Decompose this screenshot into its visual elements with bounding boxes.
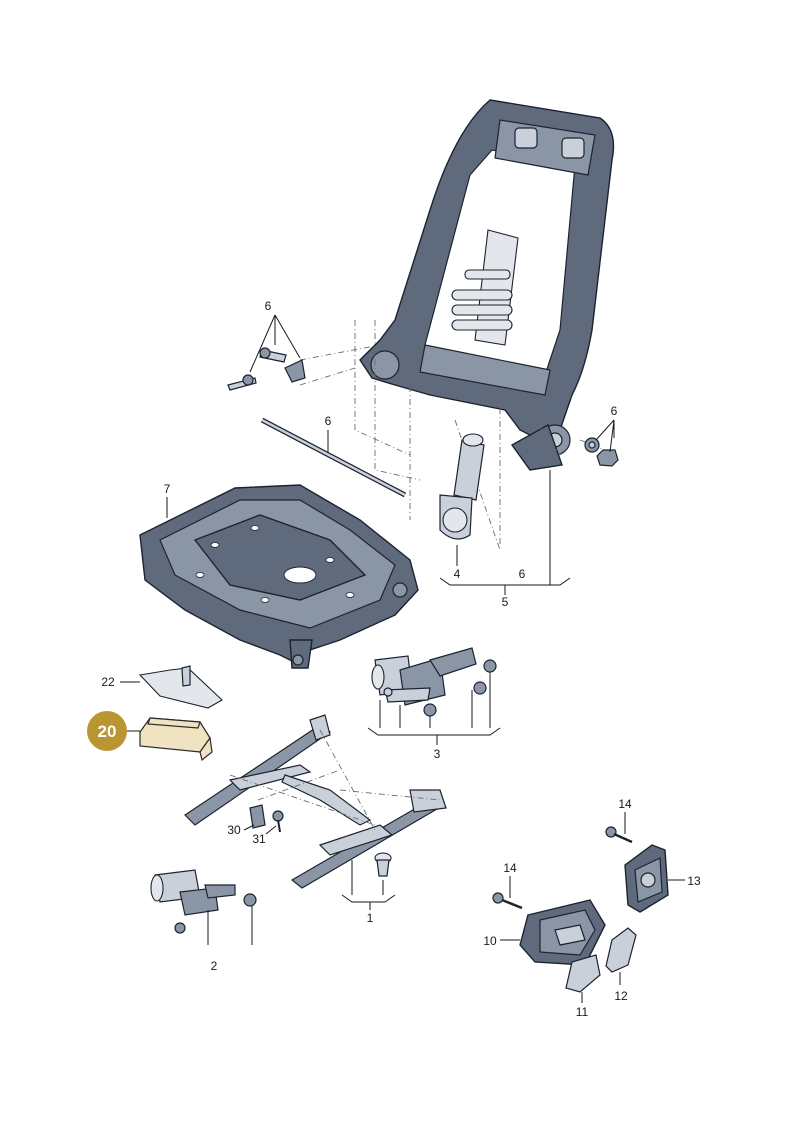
- label-7: 7: [164, 482, 171, 518]
- svg-text:10: 10: [483, 934, 497, 948]
- screws-30-31[interactable]: [249, 804, 284, 833]
- label-12: 12: [614, 972, 628, 1003]
- label-6-bolts: 6: [249, 299, 301, 373]
- control-unit-20[interactable]: [139, 717, 213, 762]
- svg-text:5: 5: [502, 595, 509, 609]
- badge-20[interactable]: 20: [87, 711, 140, 751]
- svg-text:20: 20: [98, 722, 117, 741]
- label-22: 22: [101, 675, 140, 689]
- seat-frame[interactable]: [139, 484, 419, 669]
- seat-rails[interactable]: [184, 714, 447, 889]
- projection-lines-rails: [229, 729, 441, 831]
- label-6-nuts: 6: [595, 404, 618, 453]
- label-10: 10: [483, 934, 520, 948]
- part-number: 6: [265, 299, 272, 313]
- svg-text:11: 11: [576, 1005, 589, 1019]
- pivot-bolts-left[interactable]: [227, 347, 306, 391]
- svg-text:6: 6: [519, 567, 526, 581]
- svg-text:13: 13: [687, 874, 701, 888]
- switch-panel-10[interactable]: [519, 899, 606, 966]
- height-motor-assembly[interactable]: [371, 647, 497, 717]
- svg-text:30: 30: [227, 823, 241, 837]
- svg-text:7: 7: [164, 482, 171, 496]
- knob-11[interactable]: [565, 954, 601, 993]
- svg-text:31: 31: [252, 832, 266, 846]
- svg-text:6: 6: [325, 414, 332, 428]
- lumbar-rollers: [451, 269, 513, 331]
- group-1-bracket: 1: [341, 860, 396, 925]
- label-4: 4: [454, 545, 461, 581]
- label-31: 31: [252, 825, 277, 846]
- backrest-motor[interactable]: [439, 433, 485, 540]
- backrest-frame[interactable]: [359, 99, 615, 471]
- label-13: 13: [668, 874, 701, 888]
- svg-text:22: 22: [101, 675, 115, 689]
- label-14-bottom: 14: [503, 861, 517, 898]
- switch-13[interactable]: [624, 844, 669, 913]
- label-30: 30: [227, 823, 255, 837]
- knob-12[interactable]: [605, 927, 637, 973]
- label-2: 2: [207, 906, 253, 973]
- screw-14-bottom[interactable]: [492, 892, 523, 910]
- screw-14-top[interactable]: [605, 826, 633, 844]
- group-3-bracket: 3: [367, 672, 501, 761]
- label-6-rod: 6: [325, 414, 332, 452]
- svg-text:4: 4: [454, 567, 461, 581]
- svg-text:1: 1: [367, 911, 374, 925]
- svg-text:6: 6: [611, 404, 618, 418]
- right-nuts[interactable]: [584, 437, 619, 467]
- svg-text:3: 3: [434, 747, 441, 761]
- svg-text:2: 2: [211, 959, 218, 973]
- bracket-22[interactable]: [138, 665, 223, 709]
- label-14-top: 14: [618, 797, 632, 834]
- group-5-bracket: 6 5: [439, 470, 571, 609]
- torsion-rod[interactable]: [260, 417, 407, 498]
- svg-text:12: 12: [614, 989, 628, 1003]
- motor-2[interactable]: [150, 869, 257, 934]
- svg-text:14: 14: [503, 861, 517, 875]
- label-11: 11: [576, 992, 589, 1019]
- svg-text:14: 14: [618, 797, 632, 811]
